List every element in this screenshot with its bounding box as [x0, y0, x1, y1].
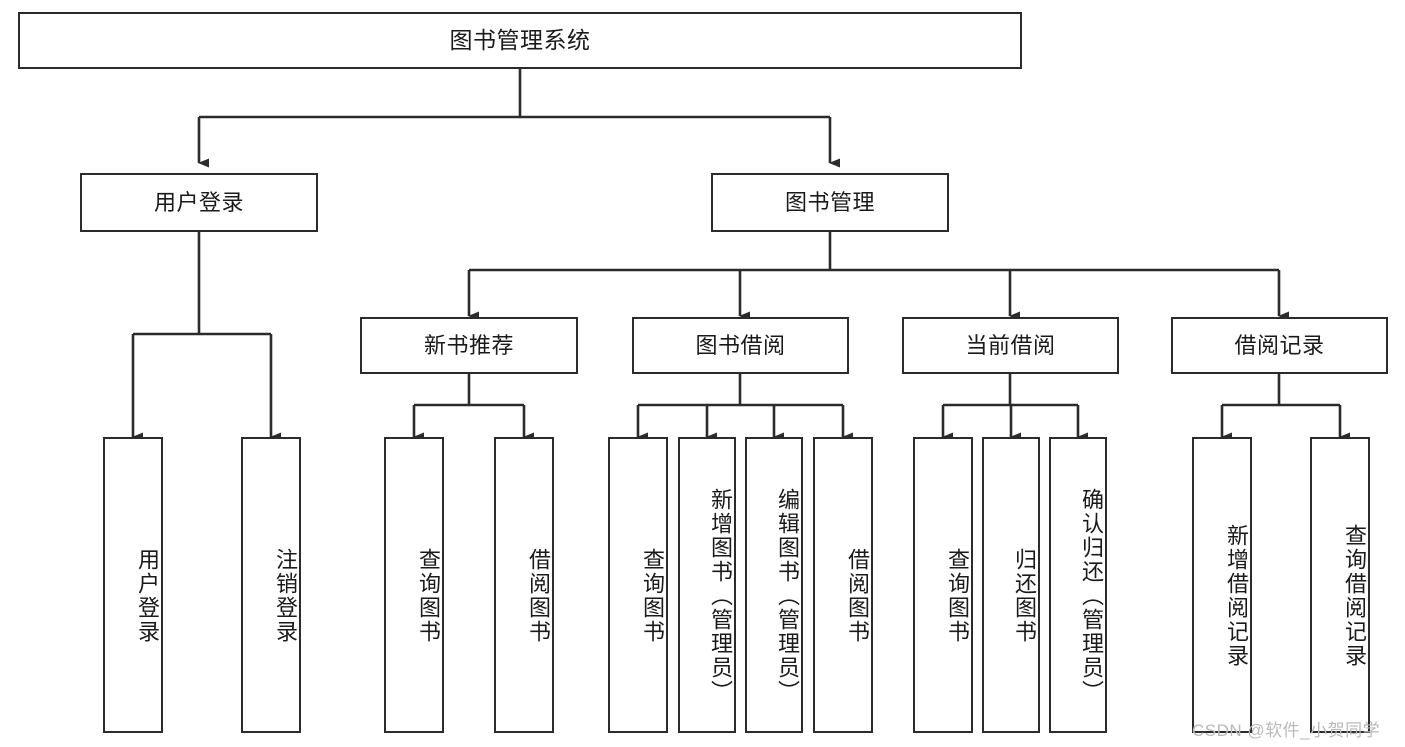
leaf-recommend-borrow-book-label: 借阅图书 [526, 548, 551, 644]
leaf-borrow-borrow-book[interactable]: 借阅图书 [813, 437, 873, 733]
leaf-recommend-borrow-book[interactable]: 借阅图书 [494, 437, 554, 733]
leaf-current-return-book[interactable]: 归还图书 [982, 437, 1040, 733]
node-book-borrow-label: 图书借阅 [695, 332, 786, 358]
leaf-record-query-record-label: 查询借阅记录 [1342, 524, 1367, 668]
leaf-record-add-record[interactable]: 新增借阅记录 [1192, 437, 1252, 733]
node-root-system-label: 图书管理系统 [449, 27, 591, 54]
leaf-borrow-borrow-book-label: 借阅图书 [845, 548, 870, 644]
leaf-user-login-label: 用户登录 [135, 548, 160, 644]
node-root-system[interactable]: 图书管理系统 [18, 12, 1022, 69]
node-user-login[interactable]: 用户登录 [80, 173, 318, 232]
leaf-logout[interactable]: 注销登录 [241, 437, 301, 733]
leaf-current-confirm-return-admin[interactable]: 确认归还（管理员） [1049, 437, 1107, 733]
leaf-current-return-book-label: 归还图书 [1012, 548, 1037, 644]
node-user-login-label: 用户登录 [153, 189, 244, 215]
leaf-logout-label: 注销登录 [273, 548, 298, 644]
leaf-current-confirm-return-admin-label: 确认归还（管理员） [1079, 488, 1104, 704]
leaf-borrow-add-book-admin-label: 新增图书（管理员） [708, 488, 733, 704]
csdn-watermark: CSDN @软件_小贺同学 [1192, 721, 1381, 740]
node-book-borrow[interactable]: 图书借阅 [632, 317, 849, 374]
node-new-book-recommend[interactable]: 新书推荐 [360, 317, 578, 374]
leaf-borrow-edit-book-admin-label: 编辑图书（管理员） [775, 488, 800, 704]
leaf-recommend-query-book-label: 查询图书 [416, 548, 441, 644]
leaf-borrow-add-book-admin[interactable]: 新增图书（管理员） [678, 437, 736, 733]
leaf-record-query-record[interactable]: 查询借阅记录 [1310, 437, 1370, 733]
node-current-borrow-label: 当前借阅 [965, 332, 1056, 358]
leaf-user-login[interactable]: 用户登录 [103, 437, 163, 733]
node-new-book-recommend-label: 新书推荐 [423, 332, 514, 358]
node-borrow-record[interactable]: 借阅记录 [1171, 317, 1388, 374]
node-book-management[interactable]: 图书管理 [711, 173, 949, 232]
node-book-management-label: 图书管理 [784, 189, 875, 215]
node-current-borrow[interactable]: 当前借阅 [902, 317, 1119, 374]
node-borrow-record-label: 借阅记录 [1234, 332, 1325, 358]
leaf-current-query-book[interactable]: 查询图书 [913, 437, 973, 733]
leaf-borrow-query-book-label: 查询图书 [640, 548, 665, 644]
leaf-borrow-query-book[interactable]: 查询图书 [608, 437, 668, 733]
leaf-current-query-book-label: 查询图书 [945, 548, 970, 644]
leaf-recommend-query-book[interactable]: 查询图书 [384, 437, 444, 733]
leaf-borrow-edit-book-admin[interactable]: 编辑图书（管理员） [745, 437, 803, 733]
leaf-record-add-record-label: 新增借阅记录 [1224, 524, 1249, 668]
